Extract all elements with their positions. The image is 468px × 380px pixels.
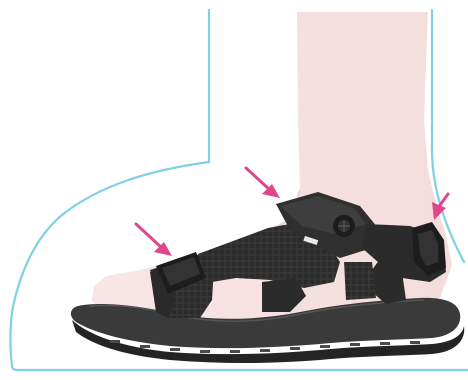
sandal-fit-illustration [0,0,468,380]
sandal-fit-svg [0,0,468,380]
